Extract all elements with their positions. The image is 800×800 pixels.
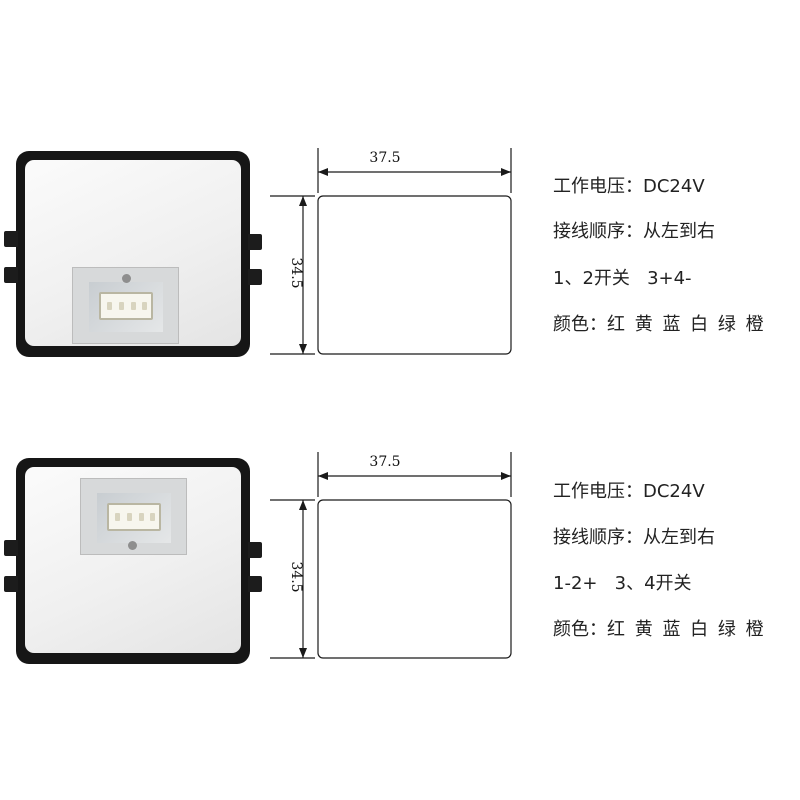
- dimension-drawing-1: 37.5 34.5: [270, 148, 550, 363]
- color-label: 颜色：: [553, 314, 607, 335]
- pinout-line: 1、2开关 3+4-: [553, 268, 692, 289]
- product-photo-1: [4, 151, 262, 357]
- height-dimension-label: 34.5: [288, 257, 304, 289]
- width-dimension-label: 37.5: [369, 150, 401, 166]
- screw-hole: [122, 274, 131, 283]
- mount-tab-right-lower: [248, 269, 262, 285]
- voltage-label: 工作电压：: [553, 176, 643, 197]
- mount-tab-left-lower: [4, 576, 18, 592]
- dimension-drawing-2: 37.5 34.5: [270, 452, 550, 667]
- voltage-line: 工作电压：DC24V: [553, 481, 705, 503]
- connector-window: [72, 267, 179, 344]
- mount-tab-left-upper: [4, 540, 18, 556]
- voltage-line: 工作电压：DC24V: [553, 176, 705, 198]
- wire-socket: [99, 292, 153, 320]
- color-options: 红 黄 蓝 白 绿 橙: [607, 314, 766, 335]
- pinout-line: 1-2+ 3、4开关: [553, 573, 692, 594]
- wire-socket: [107, 503, 161, 531]
- mount-tab-right-upper: [248, 234, 262, 250]
- mount-tab-right-upper: [248, 542, 262, 558]
- wiring-value: 从左到右: [643, 221, 715, 242]
- mount-tab-left-upper: [4, 231, 18, 247]
- screw-hole: [128, 541, 137, 550]
- wiring-label: 接线顺序：: [553, 527, 643, 548]
- dimension-lines: [270, 148, 512, 355]
- mount-tab-left-lower: [4, 267, 18, 283]
- product-photo-2: [4, 458, 262, 664]
- wiring-label: 接线顺序：: [553, 221, 643, 242]
- voltage-value: DC24V: [643, 481, 705, 502]
- voltage-value: DC24V: [643, 176, 705, 197]
- mount-tab-right-lower: [248, 576, 262, 592]
- height-dimension-label: 34.5: [288, 561, 304, 593]
- color-label: 颜色：: [553, 619, 607, 640]
- color-options: 红 黄 蓝 白 绿 橙: [607, 619, 766, 640]
- dimension-lines: [270, 452, 512, 659]
- width-dimension-label: 37.5: [369, 454, 401, 470]
- wiring-line: 接线顺序：从左到右: [553, 221, 715, 243]
- wiring-line: 接线顺序：从左到右: [553, 527, 715, 549]
- color-line: 颜色：红 黄 蓝 白 绿 橙: [553, 619, 766, 641]
- color-line: 颜色：红 黄 蓝 白 绿 橙: [553, 314, 766, 336]
- voltage-label: 工作电压：: [553, 481, 643, 502]
- wiring-value: 从左到右: [643, 527, 715, 548]
- connector-window: [80, 478, 187, 555]
